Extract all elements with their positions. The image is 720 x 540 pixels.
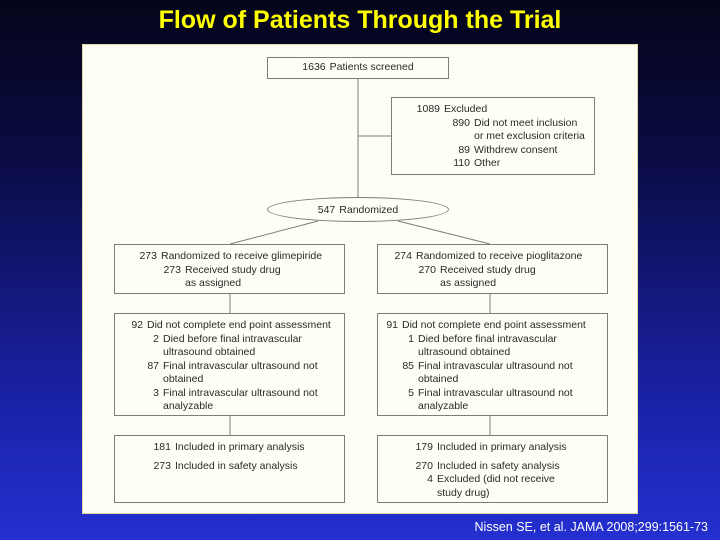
randomized-to-right-arm-line — [397, 220, 491, 245]
pioglitazone-died-label: Died before final intravascular — [418, 332, 557, 345]
pioglitazone-not-analyzable-label: Final intravascular ultrasound not — [418, 386, 573, 399]
citation: Nissen SE, et al. JAMA 2008;299:1561-73 — [474, 520, 708, 534]
pioglitazone-not-obtained-label-cont: obtained — [418, 373, 459, 385]
pioglitazone-not-obtained-count: 85 — [402, 359, 414, 372]
excluded-ineligible-count: 890 — [452, 116, 470, 129]
screened-box: 1636 Patients screened — [267, 57, 449, 79]
excluded-count: 1089 — [416, 103, 440, 115]
glimepiride-not-obtained-label: Final intravascular ultrasound not — [163, 359, 318, 372]
glimepiride-not-analyzable-label: Final intravascular ultrasound not — [163, 386, 318, 399]
glimepiride-randomized-count: 273 — [139, 250, 157, 262]
glimepiride-incomplete-box: 92 Did not complete end point assessment… — [114, 313, 345, 416]
pioglitazone-incomplete-box: 91 Did not complete end point assessment… — [377, 313, 608, 416]
excluded-box: 1089 Excluded 890 Did not meet inclusion… — [391, 97, 595, 175]
pioglitazone-randomized-label: Randomized to receive pioglitazone — [416, 250, 583, 262]
glimepiride-died-label-cont: ultrasound obtained — [163, 346, 256, 358]
randomized-count: 547 — [317, 203, 336, 216]
pioglitazone-analysis-box: 179 Included in primary analysis 270 Inc… — [377, 435, 608, 503]
screened-count: 1636 — [302, 61, 326, 74]
flowchart-connectors — [229, 79, 491, 435]
pioglitazone-safety-label: Included in safety analysis — [437, 459, 560, 472]
pioglitazone-excluded-label: Excluded (did not receive — [437, 473, 555, 485]
glimepiride-received-count: 273 — [163, 263, 181, 276]
pioglitazone-primary-label: Included in primary analysis — [437, 441, 567, 453]
glimepiride-primary-count: 181 — [153, 441, 171, 453]
excluded-other-count: 110 — [453, 157, 470, 169]
flowchart-panel: 1636 Patients screened 1089 Excluded 890… — [82, 44, 638, 514]
randomized-ellipse: 547 Randomized — [267, 197, 449, 222]
pioglitazone-not-analyzable-count: 5 — [408, 386, 414, 399]
glimepiride-analysis-box: 181 Included in primary analysis 273 Inc… — [114, 435, 345, 503]
pioglitazone-allocation-box: 274 Randomized to receive pioglitazone 2… — [377, 244, 608, 294]
pioglitazone-received-label: Received study drug — [440, 263, 536, 276]
glimepiride-primary-label: Included in primary analysis — [175, 441, 305, 453]
glimepiride-safety-count: 273 — [153, 459, 171, 472]
pioglitazone-incomplete-label: Did not complete end point assessment — [402, 319, 586, 331]
glimepiride-not-analyzable-count: 3 — [153, 386, 159, 399]
pioglitazone-died-count: 1 — [408, 332, 414, 345]
glimepiride-died-label: Died before final intravascular — [163, 332, 302, 345]
pioglitazone-excluded-count: 4 — [427, 473, 433, 485]
glimepiride-not-obtained-label-cont: obtained — [163, 373, 204, 385]
glimepiride-allocation-box: 273 Randomized to receive glimepiride 27… — [114, 244, 345, 294]
slide-title: Flow of Patients Through the Trial — [158, 6, 562, 34]
glimepiride-assigned-label: as assigned — [185, 277, 242, 289]
pioglitazone-incomplete-count: 91 — [386, 319, 398, 331]
excluded-withdrew-label: Withdrew consent — [474, 143, 558, 156]
excluded-withdrew-count: 89 — [458, 143, 470, 156]
glimepiride-not-obtained-count: 87 — [147, 359, 159, 372]
glimepiride-randomized-label: Randomized to receive glimepiride — [161, 250, 323, 262]
pioglitazone-died-label-cont: ultrasound obtained — [418, 346, 511, 358]
glimepiride-incomplete-label: Did not complete end point assessment — [147, 319, 331, 331]
glimepiride-not-analyzable-label-cont: analyzable — [163, 400, 214, 412]
screened-label: Patients screened — [329, 61, 414, 74]
pioglitazone-excluded-label-cont: study drug) — [437, 486, 490, 499]
pioglitazone-assigned-label: as assigned — [440, 277, 497, 289]
excluded-ineligible-label-cont: or met exclusion criteria — [474, 130, 585, 142]
excluded-ineligible-label: Did not meet inclusion — [474, 116, 578, 129]
randomized-label: Randomized — [339, 203, 399, 216]
pioglitazone-not-obtained-label: Final intravascular ultrasound not — [418, 359, 573, 372]
randomized-to-left-arm-line — [229, 220, 319, 245]
pioglitazone-not-analyzable-label-cont: analyzable — [418, 400, 469, 412]
pioglitazone-received-count: 270 — [418, 263, 436, 276]
pioglitazone-primary-count: 179 — [415, 441, 433, 453]
glimepiride-died-count: 2 — [153, 332, 159, 345]
excluded-other-label: Other — [474, 157, 501, 169]
pioglitazone-randomized-count: 274 — [394, 250, 412, 262]
glimepiride-safety-label: Included in safety analysis — [175, 459, 298, 472]
pioglitazone-safety-count: 270 — [415, 459, 433, 472]
excluded-label: Excluded — [444, 103, 488, 115]
glimepiride-incomplete-count: 92 — [131, 319, 143, 331]
glimepiride-received-label: Received study drug — [185, 263, 281, 276]
